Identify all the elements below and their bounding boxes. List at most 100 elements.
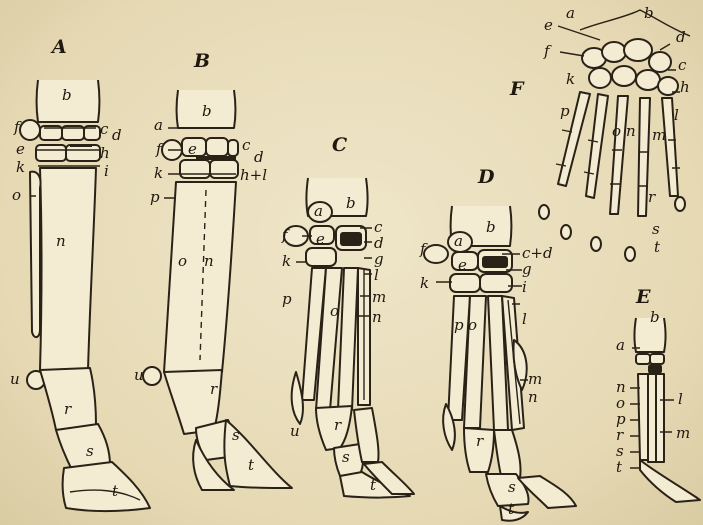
a-label-s: s [86,444,94,459]
c-label-r: r [334,418,341,433]
e-metacarpal-3 [656,374,664,462]
a-label-f: f [14,120,20,135]
f-tip-4 [625,247,635,261]
c-label-l: l [374,268,379,283]
d-label-i: i [522,280,527,295]
f-carpal-3 [636,70,660,90]
b-label-r: r [210,382,217,397]
d-label-k: k [420,276,429,291]
b-label-c: c [242,138,250,153]
b-carpal-c [206,138,228,156]
f-carpal-k [589,68,611,88]
a-hoof-t [63,462,150,511]
f-label-c: c [678,58,686,73]
f-tip-1 [539,205,549,219]
f-label-m: m [652,128,666,143]
d-label-l: l [522,312,527,327]
a-label-d: d [112,128,122,143]
f-label-b: b [644,6,654,21]
b-label-e: e [188,142,197,157]
a-carpal-shadow [70,144,92,147]
f-label-r: r [648,190,655,205]
panel-b-drawing [143,90,292,490]
f-label-a: a [566,6,575,21]
f-carpal-2 [612,66,636,86]
b-label-o: o [178,254,187,269]
f-label-e: e [544,18,553,33]
e-carpal-dark [648,364,662,374]
c-label-c: c [374,220,382,235]
c-label-b: b [346,196,356,211]
e-label-l: l [678,392,683,407]
a-label-h: h [100,146,110,161]
c-label-k: k [282,254,291,269]
e-metacarpal-2 [648,374,656,462]
c-label-d: d [374,236,384,251]
a-label-t: t [112,484,118,499]
f-carpal-a [602,42,626,62]
e-carpal-1 [636,354,650,364]
a-carpal-4 [36,145,66,161]
b-label-hl: h+l [240,168,267,183]
f-label-f: f [544,44,550,59]
f-tip-3 [591,237,601,251]
a-label-o: o [12,188,21,203]
e-label-p: p [616,412,626,427]
a-label-e: e [16,142,25,157]
b-label-u: u [134,368,144,383]
d-label-m: m [528,372,542,387]
d-label-t: t [508,502,514,517]
c-label-a: a [314,204,323,219]
c-dewclaw-u [292,372,303,424]
d-carpal-k [450,274,480,292]
b-carpal-d [228,140,238,156]
b-label-f: f [156,142,162,157]
panel-d-drawing [424,206,576,521]
a-label-u: u [10,372,20,387]
panel-f-title: F [510,82,524,97]
panel-d-title: D [478,170,494,185]
a-phalanx-r [40,368,96,430]
a-label-k: k [16,160,25,175]
c-label-e: e [316,232,325,247]
b-label-p: p [150,190,160,205]
c-label-n: n [372,310,382,325]
b-label-a: a [154,118,163,133]
b-label-d: d [254,150,264,165]
f-label-k: k [566,72,575,87]
c-label-o: o [330,304,339,319]
c-label-t: t [370,478,376,493]
panel-a-drawing [20,80,150,511]
f-digit-3 [610,96,628,214]
f-tip-2 [561,225,571,239]
panel-a-title: A [52,40,67,55]
panel-e-title: E [636,290,650,305]
f-label-l: l [674,108,679,123]
f-label-h: h [680,80,690,95]
b-carpal-shadow [196,156,236,160]
c-label-s: s [342,450,350,465]
b-carpal-hl [210,160,238,178]
e-label-s: s [616,444,624,459]
f-carpal-b [624,39,652,61]
c-label-g: g [374,252,384,267]
e-carpal-2 [650,354,664,364]
d-label-s: s [508,480,516,495]
b-label-n: n [204,254,214,269]
d-label-e: e [458,258,467,273]
c-label-p: p [282,292,292,307]
a-label-b: b [62,88,72,103]
a-label-c: c [100,122,108,137]
c-label-u: u [290,424,300,439]
d-label-g: g [522,262,532,277]
panel-b-title: B [194,54,210,69]
b-sesamoid [143,367,161,385]
a-cannon-bone [40,168,96,370]
f-tip-5 [675,197,685,211]
b-cannon-bone [164,182,236,372]
c-carpal-k [306,248,336,266]
f-label-s: s [652,222,660,237]
f-radius-outline [580,10,690,36]
